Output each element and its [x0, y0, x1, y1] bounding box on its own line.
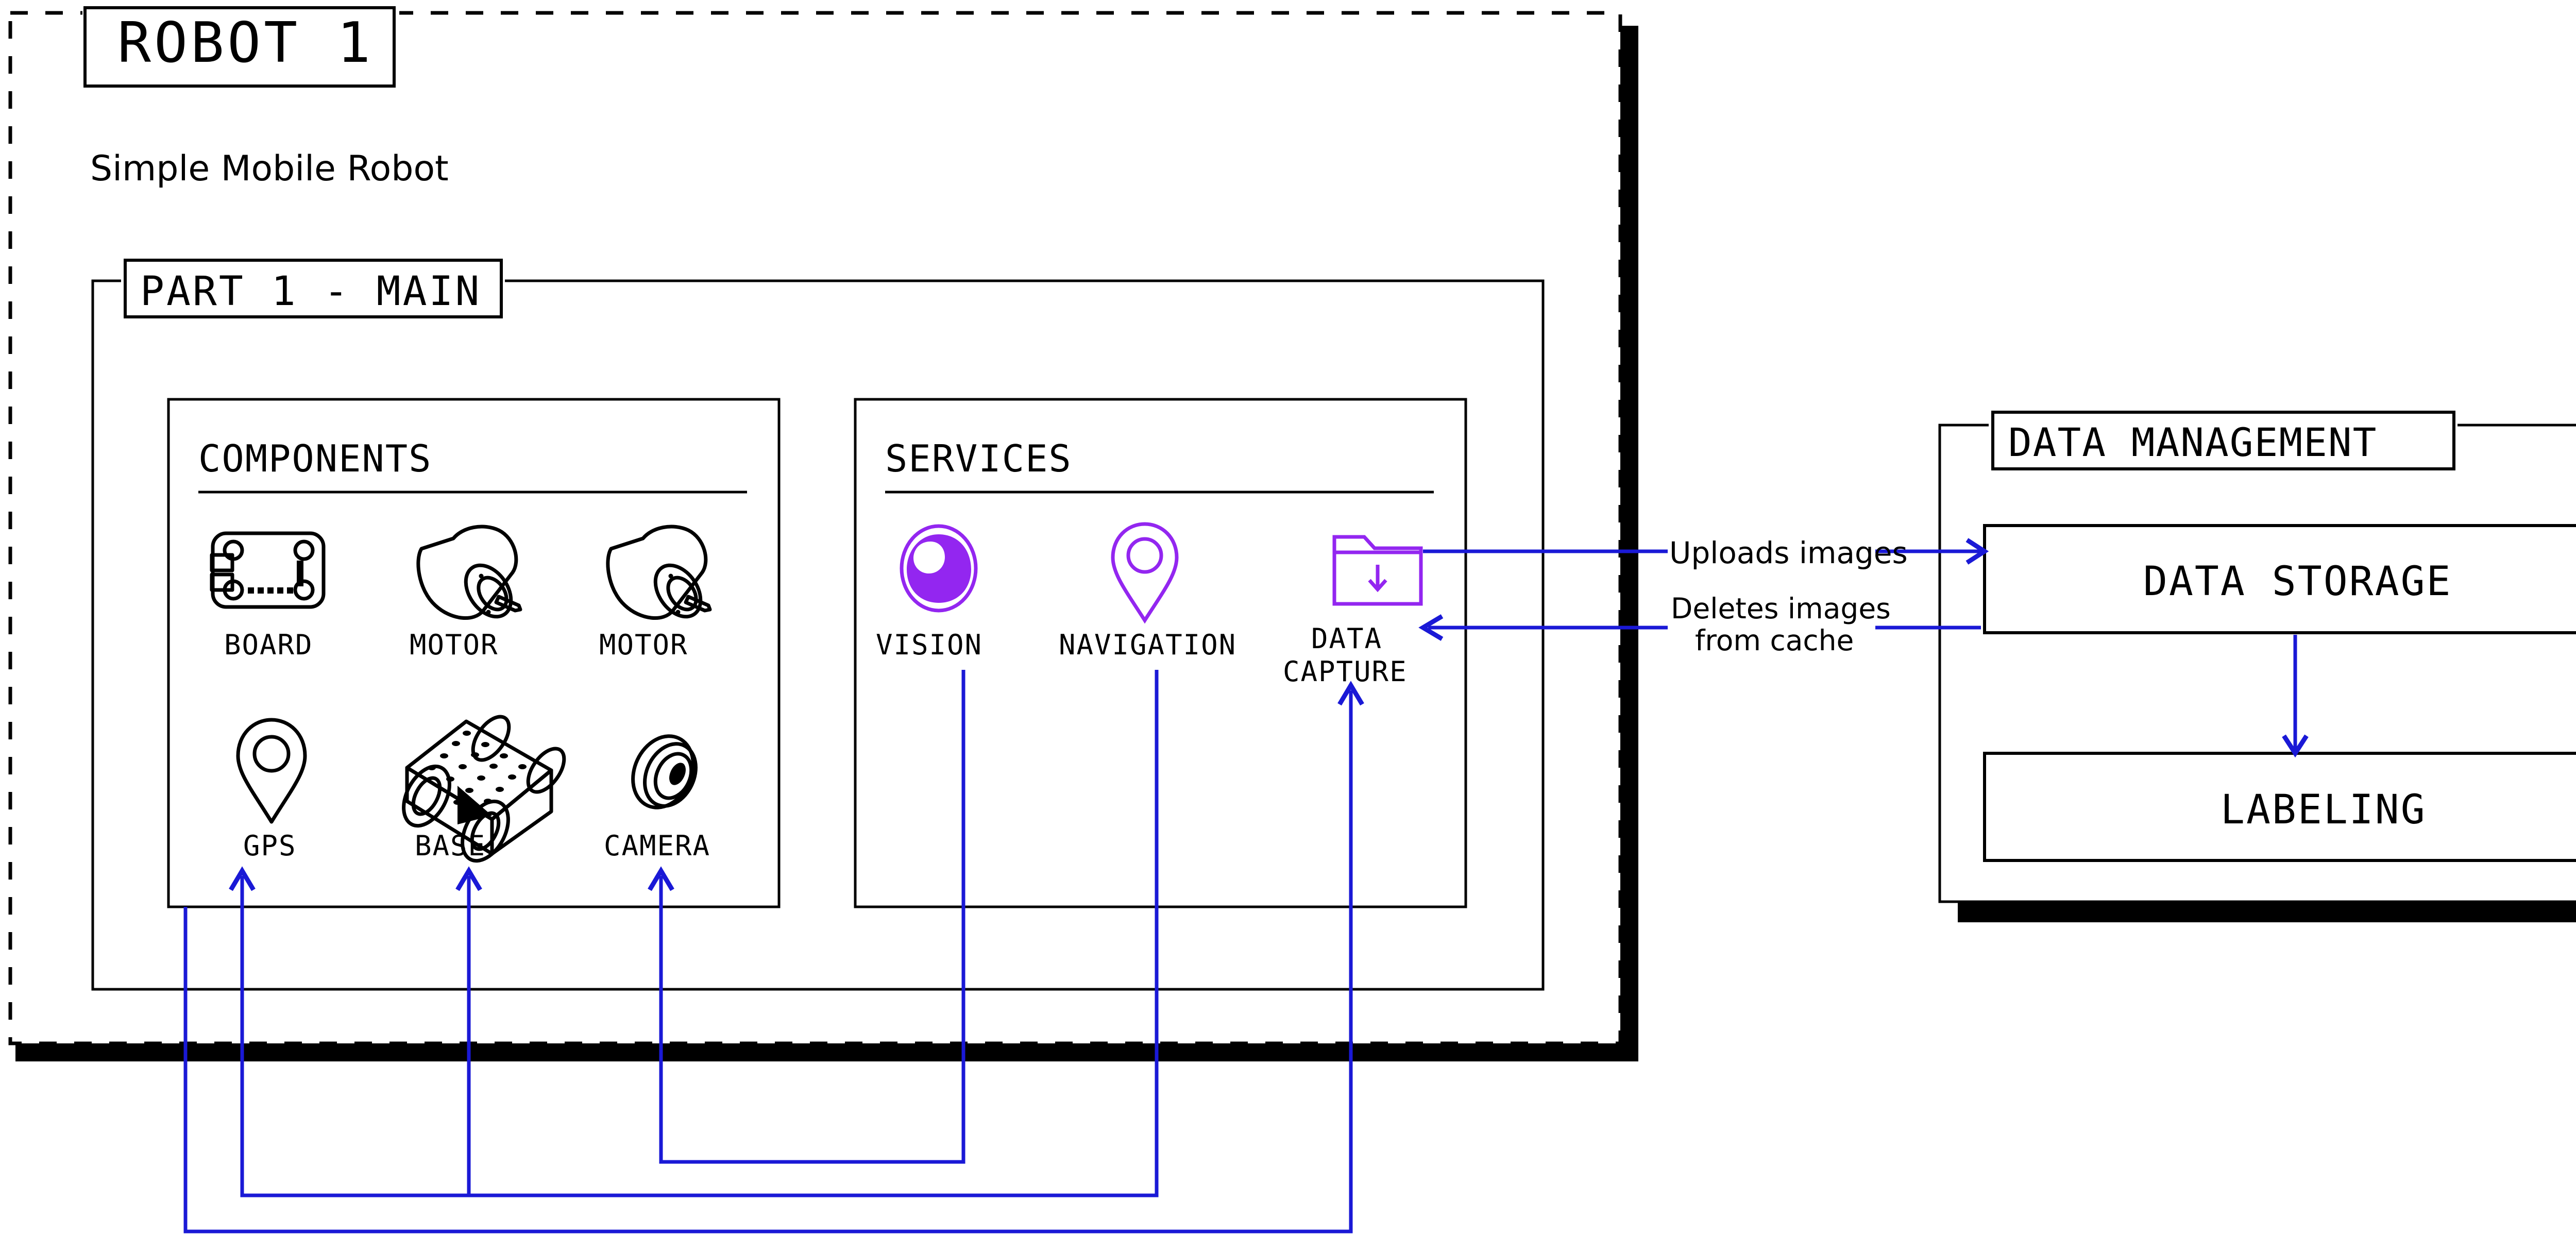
flow-uploads-images-label: Uploads images [1669, 535, 1908, 570]
flow-storage-to-labeling [2282, 635, 2309, 758]
component-board-label: BOARD [224, 629, 313, 661]
components-heading: COMPONENTS [198, 437, 432, 480]
service-data-capture[interactable]: DATA CAPTURE [1283, 535, 1423, 688]
service-data-capture-label-line1: DATA [1311, 622, 1382, 655]
service-navigation-label: NAVIGATION [1059, 629, 1236, 661]
flow-deletes-images: Deletes images from cache [1418, 592, 1981, 657]
wire-navigation-to-base [229, 670, 1159, 1197]
component-base-label: BASE [415, 830, 486, 862]
labeling-block[interactable]: LABELING [1983, 752, 2576, 862]
services-heading: SERVICES [885, 437, 1072, 480]
wire-data-capture-ring [183, 681, 1364, 1234]
service-navigation[interactable]: NAVIGATION [1059, 522, 1236, 661]
part-main-box [91, 279, 1545, 991]
data-storage-label: DATA STORAGE [2143, 559, 2452, 605]
circuit-board-icon [210, 531, 326, 609]
labeling-label: LABELING [2221, 787, 2427, 833]
folder-download-icon [1332, 535, 1423, 606]
services-panel-box [854, 398, 1467, 908]
eye-icon [900, 524, 978, 613]
component-gps[interactable]: GPS [236, 718, 307, 862]
service-vision[interactable]: VISION [876, 524, 982, 661]
robot-title: ROBOT 1 [117, 11, 374, 75]
data-management-container: DATA MANAGEMENT DATA STORAGE LABELING [1938, 410, 2576, 922]
robot-container: ROBOT 1 Simple Mobile Robot [8, 5, 1638, 1061]
part-main-container: PART 1 - MAIN [91, 258, 1545, 991]
component-base[interactable]: BASE [394, 711, 571, 869]
service-vision-label: VISION [876, 629, 982, 661]
component-gps-label: GPS [243, 830, 297, 862]
flow-uploads-images: Uploads images [1423, 535, 1989, 570]
component-motor-1[interactable]: MOTOR [410, 525, 522, 661]
data-management-title-box [1991, 411, 2455, 470]
component-motor-2-label: MOTOR [599, 629, 688, 661]
flow-deletes-images-label-line1: Deletes images [1671, 592, 1891, 625]
component-board[interactable]: BOARD [210, 531, 326, 661]
components-panel-box [167, 398, 781, 908]
service-data-capture-label-line2: CAPTURE [1283, 655, 1408, 688]
data-management-title: DATA MANAGEMENT [2008, 419, 2377, 465]
labeling-box [1983, 752, 2576, 862]
robot-container-dashed-border [8, 11, 1622, 1045]
components-panel: COMPONENTS [167, 398, 781, 908]
component-motor-1-label: MOTOR [410, 629, 499, 661]
robot-title-box [83, 6, 396, 88]
component-motor-2[interactable]: MOTOR [599, 525, 712, 661]
part-main-title: PART 1 - MAIN [140, 268, 481, 315]
map-pin-icon [236, 718, 307, 824]
component-camera-label: CAMERA [604, 830, 710, 862]
data-storage-block[interactable]: DATA STORAGE [1983, 524, 2576, 634]
services-panel: SERVICES VISION NAVIGATION [854, 398, 1467, 908]
camera-lens-icon [631, 734, 698, 809]
part-main-title-box [124, 259, 503, 318]
data-management-shadow [1958, 902, 2576, 922]
robot-subtitle: Simple Mobile Robot [90, 148, 449, 189]
component-camera[interactable]: CAMERA [604, 727, 710, 862]
wire-vision-to-camera [648, 670, 965, 1164]
map-pin-icon [1111, 522, 1179, 624]
data-storage-box [1983, 524, 2576, 634]
flow-deletes-images-label-line2: from cache [1695, 624, 1854, 657]
motor-icon [416, 525, 522, 620]
motor-icon [606, 525, 712, 620]
rover-base-icon [402, 715, 566, 863]
